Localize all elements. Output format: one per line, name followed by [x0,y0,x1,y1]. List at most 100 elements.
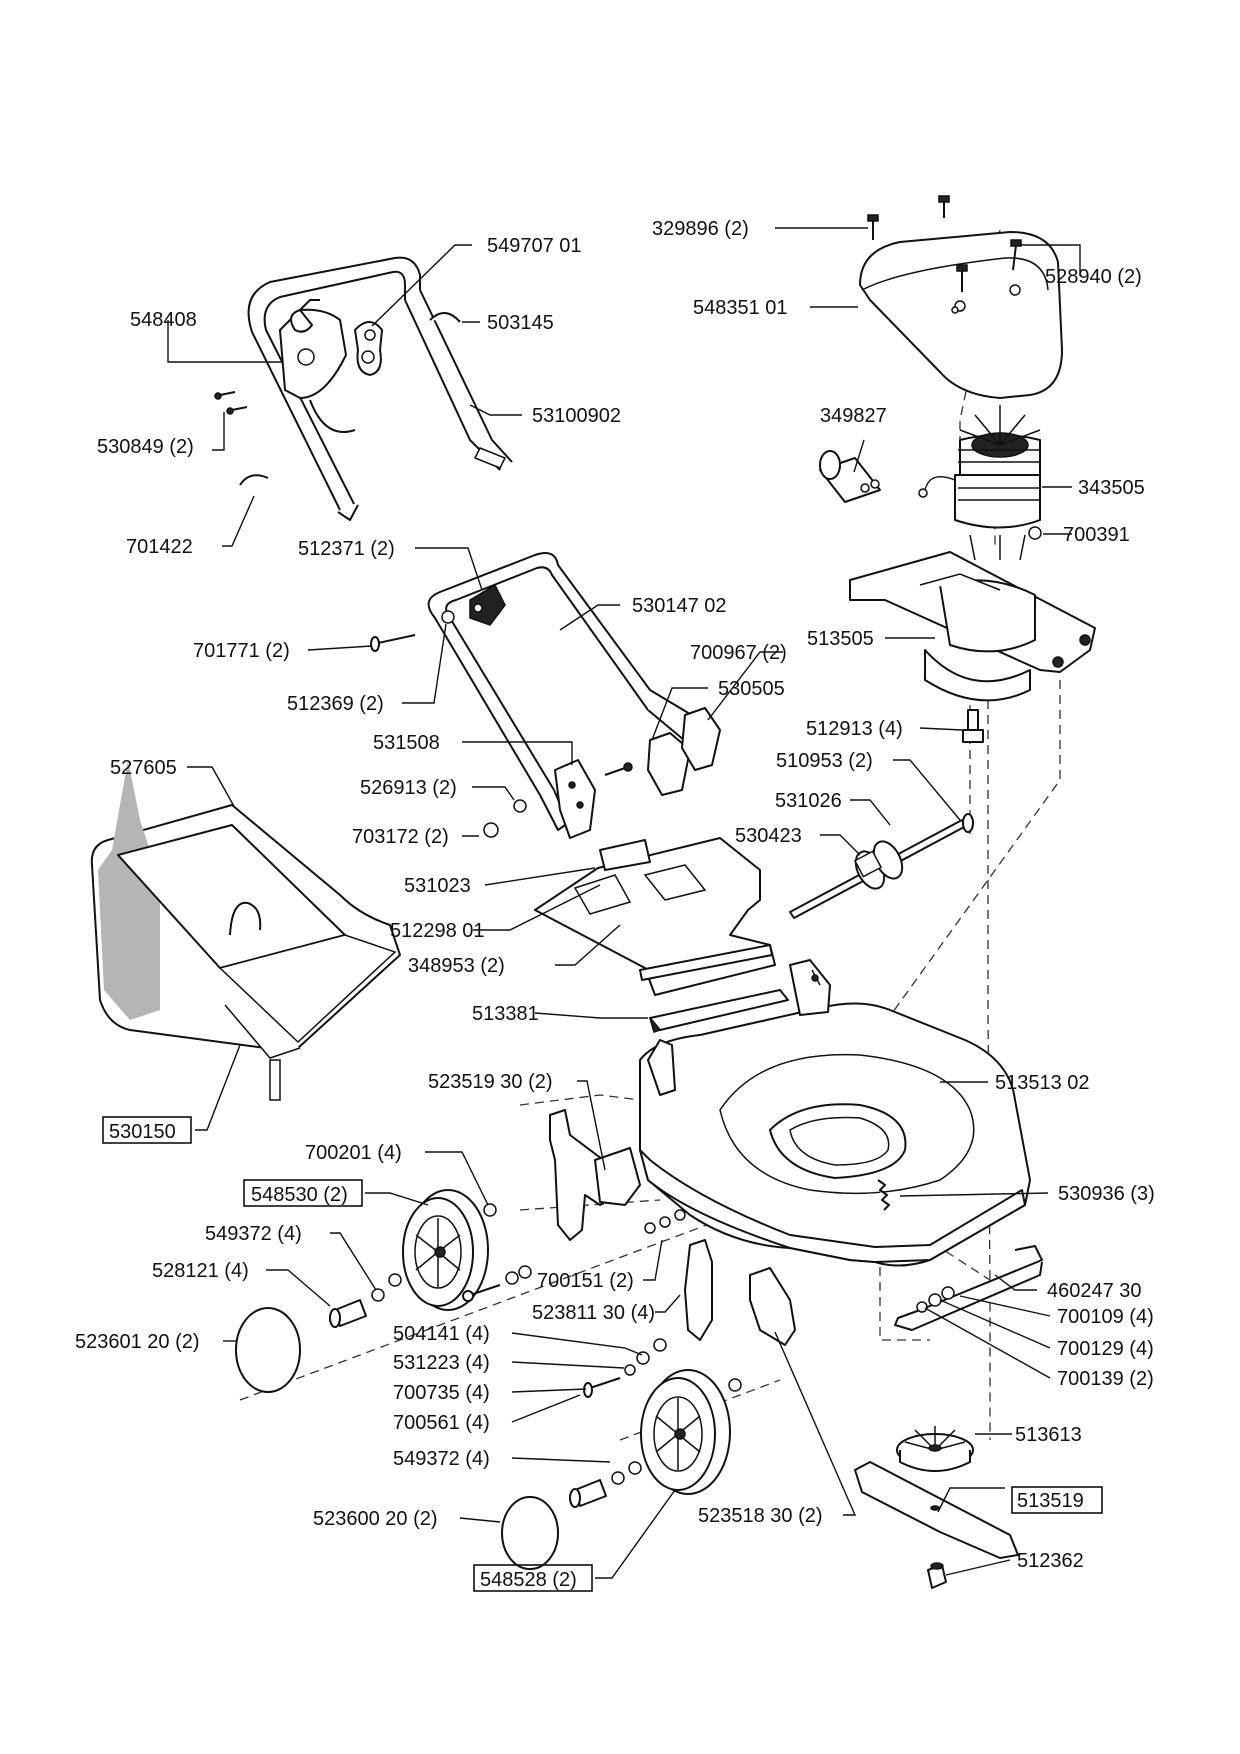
axle-shaft-part [789,813,974,919]
clip-701422-part [239,474,269,486]
callout-513513: 513513 02 [995,1072,1090,1094]
callout-523811: 523811 30 (4) [532,1302,655,1324]
callout-528121: 528121 (4) [152,1260,249,1282]
rear-wheel-part [402,1189,489,1311]
switch-box-part [279,299,356,433]
grass-catcher-part [90,760,401,1101]
axle-bolt-528121-part [329,1299,367,1328]
callout-513381: 513381 [472,1003,539,1025]
blade-513519-part [854,1461,1019,1559]
callout-513613: 513613 [1015,1424,1082,1446]
callout-531223: 531223 (4) [393,1352,490,1374]
capacitor-part [819,450,881,503]
callout-513505: 513505 [807,628,874,650]
callout-701771: 701771 (2) [193,640,290,662]
callout-503145: 503145 [487,312,554,334]
callout-526913: 526913 (2) [360,777,457,799]
washer-526913-part [513,799,527,813]
cable-clip-part [354,321,383,376]
front-axle-bolt-528121-part [569,1479,607,1508]
callout-512913: 512913 (4) [806,718,903,740]
screws-530849-part [214,391,248,415]
callout-512298: 512298 01 [390,920,485,942]
screw-512913-part [962,709,984,743]
callout-700967: 700967 (2) [690,642,787,664]
callout-548528: 548528 (2) [480,1569,577,1591]
rear-wheel-washers [371,1203,532,1302]
callout-523519: 523519 30 (2) [428,1071,553,1093]
small-washers-700151 [644,1209,686,1234]
callout-700151: 700151 (2) [537,1270,634,1292]
callout-700109: 700109 (4) [1057,1306,1154,1328]
callout-549372-front: 549372 (4) [393,1448,490,1470]
callout-549372-rear: 549372 (4) [205,1223,302,1245]
callout-530505: 530505 [718,678,785,700]
callout-531023: 531023 [404,875,471,897]
callout-labels: 329896 (2) 528940 (2) 548351 01 549707 0… [75,218,1155,1591]
callout-700561: 700561 (4) [393,1412,490,1434]
callout-700129: 700129 (4) [1057,1338,1154,1360]
callout-530147: 530147 02 [632,595,727,617]
callout-548351: 548351 01 [693,297,788,319]
height-adjuster-523811-part [684,1239,713,1341]
rear-axle-bolt-part [462,1284,501,1302]
callout-548408: 548408 [130,309,197,331]
callout-531026: 531026 [775,790,842,812]
callout-703172: 703172 (2) [352,826,449,848]
height-adjuster-523519-part [549,1109,641,1241]
callout-548530: 548530 (2) [251,1184,348,1206]
front-axle-bolt-part [583,1377,621,1398]
callout-329896: 329896 (2) [652,218,749,240]
callout-701422: 701422 [126,536,193,558]
screws-530936-part [877,1179,890,1211]
callout-523601: 523601 20 (2) [75,1331,200,1353]
block-531508-part [554,759,596,839]
height-adjuster-523518-part [749,1267,796,1346]
callout-700139: 700139 (2) [1057,1368,1154,1390]
hubcap-523601-part [235,1307,301,1393]
callout-530150: 530150 [109,1121,176,1143]
callout-512371: 512371 (2) [298,538,395,560]
callout-leaders [167,227,1081,1579]
clip-503145-part [429,312,461,323]
hubcap-523600-part [501,1496,559,1570]
callout-528940: 528940 (2) [1045,266,1142,288]
bolt-701771-part [370,634,416,652]
callout-523600: 523600 20 (2) [313,1508,438,1530]
callout-504141: 504141 (4) [393,1323,490,1345]
callout-530423: 530423 [735,825,802,847]
callout-527605: 527605 [110,757,177,779]
motor-mounting-plate-part [849,551,1096,702]
callout-700735: 700735 (4) [393,1382,490,1404]
callout-boxes [102,1116,1103,1592]
callout-512369: 512369 (2) [287,693,384,715]
electric-motor-part [918,405,1041,561]
bolt-700967-part [604,762,633,776]
callout-460247: 460247 30 [1047,1280,1142,1302]
washers-700109-700129-700139 [916,1286,955,1313]
callout-523518: 523518 30 (2) [698,1505,823,1527]
callout-530849: 530849 (2) [97,436,194,458]
nut-700391-part [1028,526,1042,540]
callout-349827: 349827 [820,405,887,427]
callout-700201: 700201 (4) [305,1142,402,1164]
callout-343505: 343505 [1078,477,1145,499]
motor-cover-part [859,231,1063,399]
cover-screws [867,195,1022,292]
hinge-513381-part [649,989,789,1033]
callout-510953: 510953 (2) [776,750,873,772]
callout-530936: 530936 (3) [1058,1183,1155,1205]
rear-bracket-part [894,1245,1043,1331]
front-wheel-washers [611,1338,742,1485]
callout-53100902: 53100902 [532,405,621,427]
callout-512362: 512362 [1017,1550,1084,1572]
callout-348953: 348953 (2) [408,955,505,977]
fan-513613-part [896,1426,974,1472]
callout-513519: 513519 [1017,1490,1084,1512]
callout-531508: 531508 [373,732,440,754]
front-wheel-part [640,1369,731,1495]
knob-512371-part [469,583,506,626]
block-530505-part [647,707,721,796]
mower-deck-part [639,959,1031,1267]
